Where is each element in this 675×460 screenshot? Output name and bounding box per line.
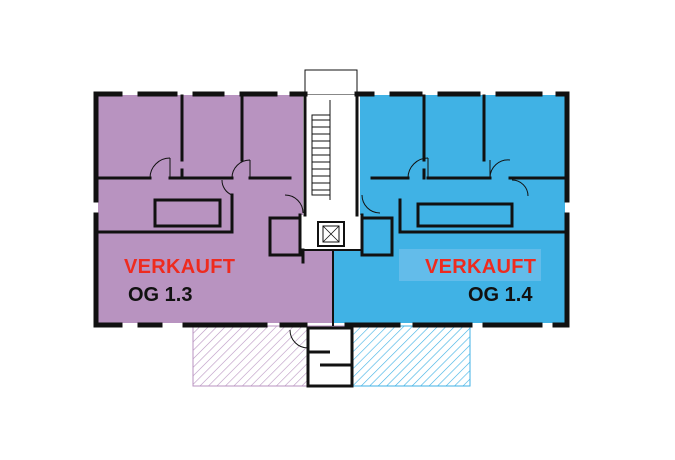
terrace-right: [350, 325, 471, 387]
interior-walls: [96, 94, 567, 326]
sold-label-og-1-3: VERKAUFT: [124, 256, 236, 278]
exterior-walls: [93, 91, 570, 328]
door-swings: [149, 157, 529, 349]
stair-treads: [311, 100, 331, 200]
label-highlight-og-1-4: [399, 249, 541, 281]
unit-name-og-1-3: OG 1.3: [128, 284, 193, 306]
unit-og-1-4-fill: [333, 95, 565, 323]
terrace-core: [306, 326, 354, 388]
sold-label-og-1-4: VERKAUFT: [425, 256, 537, 278]
elevator: [317, 221, 345, 247]
unit-og-1-3-fill: [98, 95, 333, 323]
unit-name-og-1-4: OG 1.4: [468, 284, 533, 306]
